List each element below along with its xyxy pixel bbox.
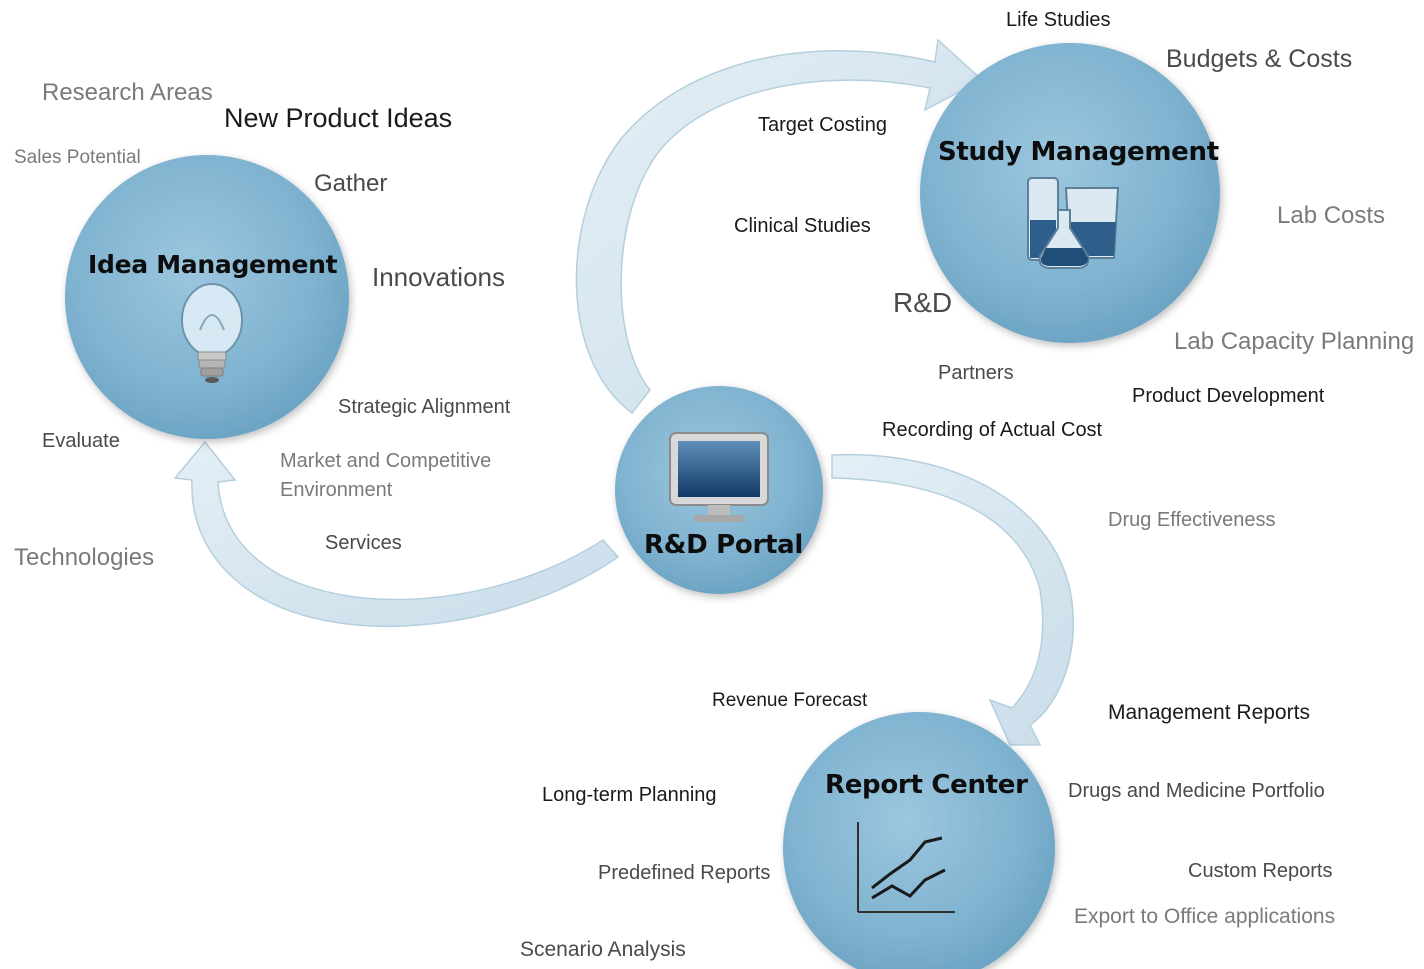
label-life-studies: Life Studies xyxy=(1006,9,1111,31)
label-research-areas: Research Areas xyxy=(42,79,213,106)
rd-portal-hub[interactable] xyxy=(615,386,823,594)
cycle-arrows xyxy=(173,38,1074,746)
label-custom-reports: Custom Reports xyxy=(1188,860,1333,882)
label-recording-actual-cost: Recording of Actual Cost xyxy=(882,419,1103,441)
label-lab-capacity-planning: Lab Capacity Planning xyxy=(1174,328,1415,355)
label-strategic-alignment: Strategic Alignment xyxy=(338,396,511,418)
label-new-product-ideas: New Product Ideas xyxy=(224,103,453,133)
label-clinical-studies: Clinical Studies xyxy=(734,215,871,237)
label-sales-potential: Sales Potential xyxy=(14,147,141,168)
label-lab-costs: Lab Costs xyxy=(1277,202,1386,229)
label-gather: Gather xyxy=(314,170,388,197)
arrow-portal-to-idea xyxy=(173,440,620,628)
label-services: Services xyxy=(325,532,402,554)
label-predefined-reports: Predefined Reports xyxy=(598,862,771,884)
study-management-hub[interactable] xyxy=(920,43,1220,343)
study-management-title: Study Management xyxy=(938,137,1219,167)
line-chart-icon xyxy=(857,822,955,913)
report-center-title: Report Center xyxy=(825,770,1028,800)
idea-management-title: Idea Management xyxy=(88,250,338,279)
label-innovations: Innovations xyxy=(372,262,505,292)
arrow-portal-to-study xyxy=(575,38,984,415)
label-drug-effectiveness: Drug Effectiveness xyxy=(1108,509,1276,531)
monitor-icon xyxy=(669,432,769,522)
arrow-portal-to-report xyxy=(831,453,1074,746)
label-management-reports: Management Reports xyxy=(1108,701,1310,724)
report-hub-circle xyxy=(783,712,1055,969)
label-rd: R&D xyxy=(893,287,953,318)
idea-management-hub[interactable] xyxy=(65,155,349,439)
label-partners: Partners xyxy=(938,362,1014,384)
label-product-development: Product Development xyxy=(1132,385,1325,407)
report-center-hub[interactable] xyxy=(783,712,1055,969)
label-drugs-medicine-portfolio: Drugs and Medicine Portfolio xyxy=(1068,780,1325,802)
lightbulb-icon xyxy=(181,283,243,383)
lab-flasks-icon xyxy=(1027,177,1120,269)
label-target-costing: Target Costing xyxy=(758,114,887,136)
label-long-term-planning: Long-term Planning xyxy=(542,784,717,806)
label-evaluate: Evaluate xyxy=(42,430,120,452)
label-market-line2: Environment xyxy=(280,479,393,501)
label-technologies: Technologies xyxy=(14,544,155,571)
label-market-line1: Market and Competitive xyxy=(280,450,492,472)
label-scenario-analysis: Scenario Analysis xyxy=(520,938,686,961)
label-export-office: Export to Office applications xyxy=(1074,905,1336,928)
label-budgets-costs: Budgets & Costs xyxy=(1166,45,1353,73)
label-revenue-forecast: Revenue Forecast xyxy=(712,690,868,711)
rd-portal-title: R&D Portal xyxy=(644,530,803,560)
